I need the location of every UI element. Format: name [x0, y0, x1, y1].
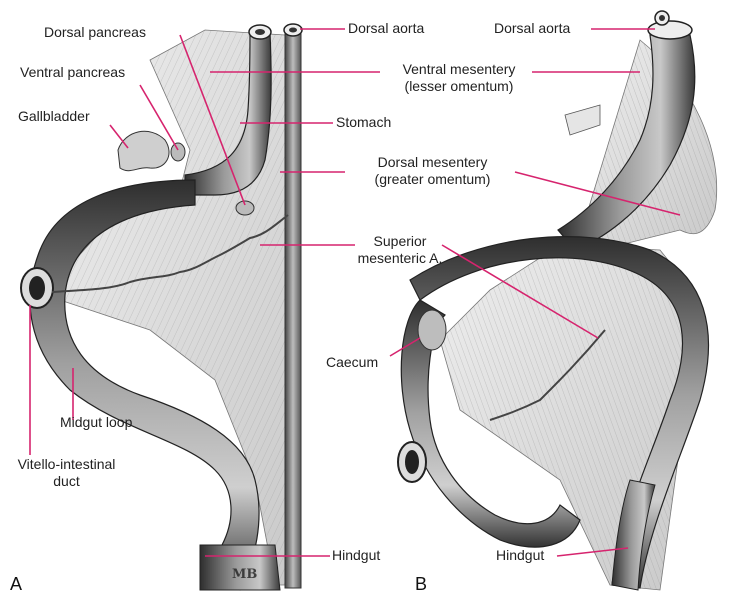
- label-ventral-mesentery-line1: Ventral mesentery: [384, 61, 534, 78]
- artist-signature: MB: [232, 567, 257, 582]
- label-dorsal-pancreas: Dorsal pancreas: [44, 24, 146, 41]
- label-ventral-mesentery-line2: (lesser omentum): [384, 78, 534, 95]
- ventral-pancreas-a: [171, 143, 185, 161]
- label-gallbladder: Gallbladder: [18, 108, 90, 125]
- label-caecum: Caecum: [326, 354, 378, 371]
- label-dorsal-aorta-b: Dorsal aorta: [494, 20, 570, 37]
- label-hindgut-b: Hindgut: [496, 547, 544, 564]
- leader-gallbladder: [110, 125, 128, 148]
- label-ventral-mesentery: Ventral mesentery (lesser omentum): [384, 61, 534, 95]
- panel-letter-b: B: [415, 574, 427, 595]
- label-superior-mesenteric-line1: Superior: [350, 233, 450, 250]
- label-dorsal-mesentery-line2: (greater omentum): [350, 171, 515, 188]
- label-superior-mesenteric: Superior mesenteric A.: [350, 233, 450, 267]
- label-vitello-duct-line2: duct: [4, 473, 129, 490]
- label-vitello-duct: Vitello-intestinal duct: [4, 456, 129, 490]
- label-hindgut-a: Hindgut: [332, 547, 380, 564]
- label-dorsal-aorta-a: Dorsal aorta: [348, 20, 424, 37]
- panel-letter-a: A: [10, 574, 22, 595]
- label-ventral-pancreas: Ventral pancreas: [20, 64, 125, 81]
- panel-b-illustration: [398, 11, 717, 590]
- gallbladder-a: [118, 131, 169, 170]
- label-midgut-loop: Midgut loop: [60, 414, 132, 431]
- dorsal-aorta-a: [285, 28, 301, 588]
- label-dorsal-mesentery: Dorsal mesentery (greater omentum): [350, 154, 515, 188]
- label-superior-mesenteric-line2: mesenteric A.: [350, 250, 450, 267]
- label-vitello-duct-line1: Vitello-intestinal: [4, 456, 129, 473]
- label-dorsal-mesentery-line1: Dorsal mesentery: [350, 154, 515, 171]
- caecum-b: [418, 310, 446, 350]
- label-stomach: Stomach: [336, 114, 391, 131]
